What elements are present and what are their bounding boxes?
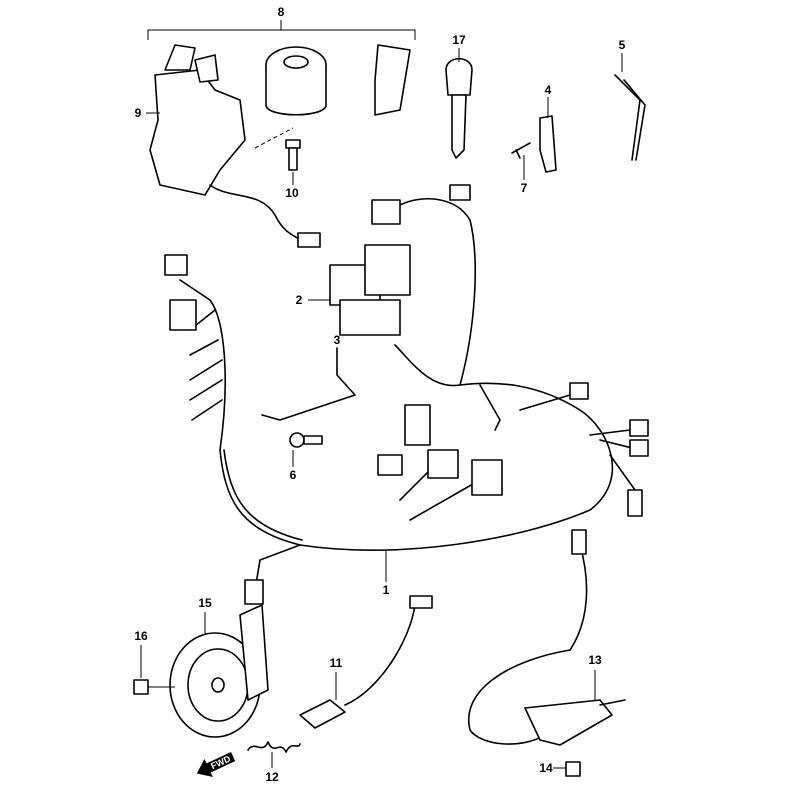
spring-12 (247, 741, 301, 753)
callout-17: 17 (452, 33, 466, 47)
callout-11: 11 (329, 656, 343, 670)
seat-lock (374, 44, 411, 116)
callout-2: 2 (295, 293, 303, 307)
callout-5: 5 (618, 38, 626, 52)
horn (169, 604, 269, 738)
callout-3: 3 (333, 333, 341, 347)
cable-tie-5 (614, 74, 646, 161)
callout-15: 15 (198, 596, 212, 610)
screw-7 (511, 142, 531, 159)
key (445, 48, 473, 159)
lock-cap (265, 46, 327, 116)
wiring-harness (164, 184, 649, 745)
bolt-6 (289, 432, 323, 467)
switch-13 (524, 699, 613, 746)
callout-6: 6 (289, 468, 297, 482)
callout-8: 8 (277, 5, 285, 19)
callout-9: 9 (134, 106, 142, 120)
ignition-switch (149, 44, 321, 248)
relay-box (329, 244, 411, 336)
bolt-16 (133, 645, 175, 695)
callout-14: 14 (539, 761, 553, 775)
callout-16: 16 (134, 629, 148, 643)
callout-13: 13 (588, 653, 602, 667)
clamp-4 (539, 115, 557, 173)
callout-12: 12 (265, 770, 279, 784)
fwd-arrow-icon: FWD (196, 752, 236, 778)
callout-7: 7 (520, 181, 528, 195)
callout-1: 1 (382, 583, 390, 597)
bolt-10 (254, 127, 301, 185)
bolt-14 (565, 761, 581, 777)
wire-3 (261, 347, 356, 421)
callout-10: 10 (285, 186, 299, 200)
sensor-11 (299, 595, 433, 729)
callout-4: 4 (544, 83, 552, 97)
bracket-8 (147, 29, 416, 40)
